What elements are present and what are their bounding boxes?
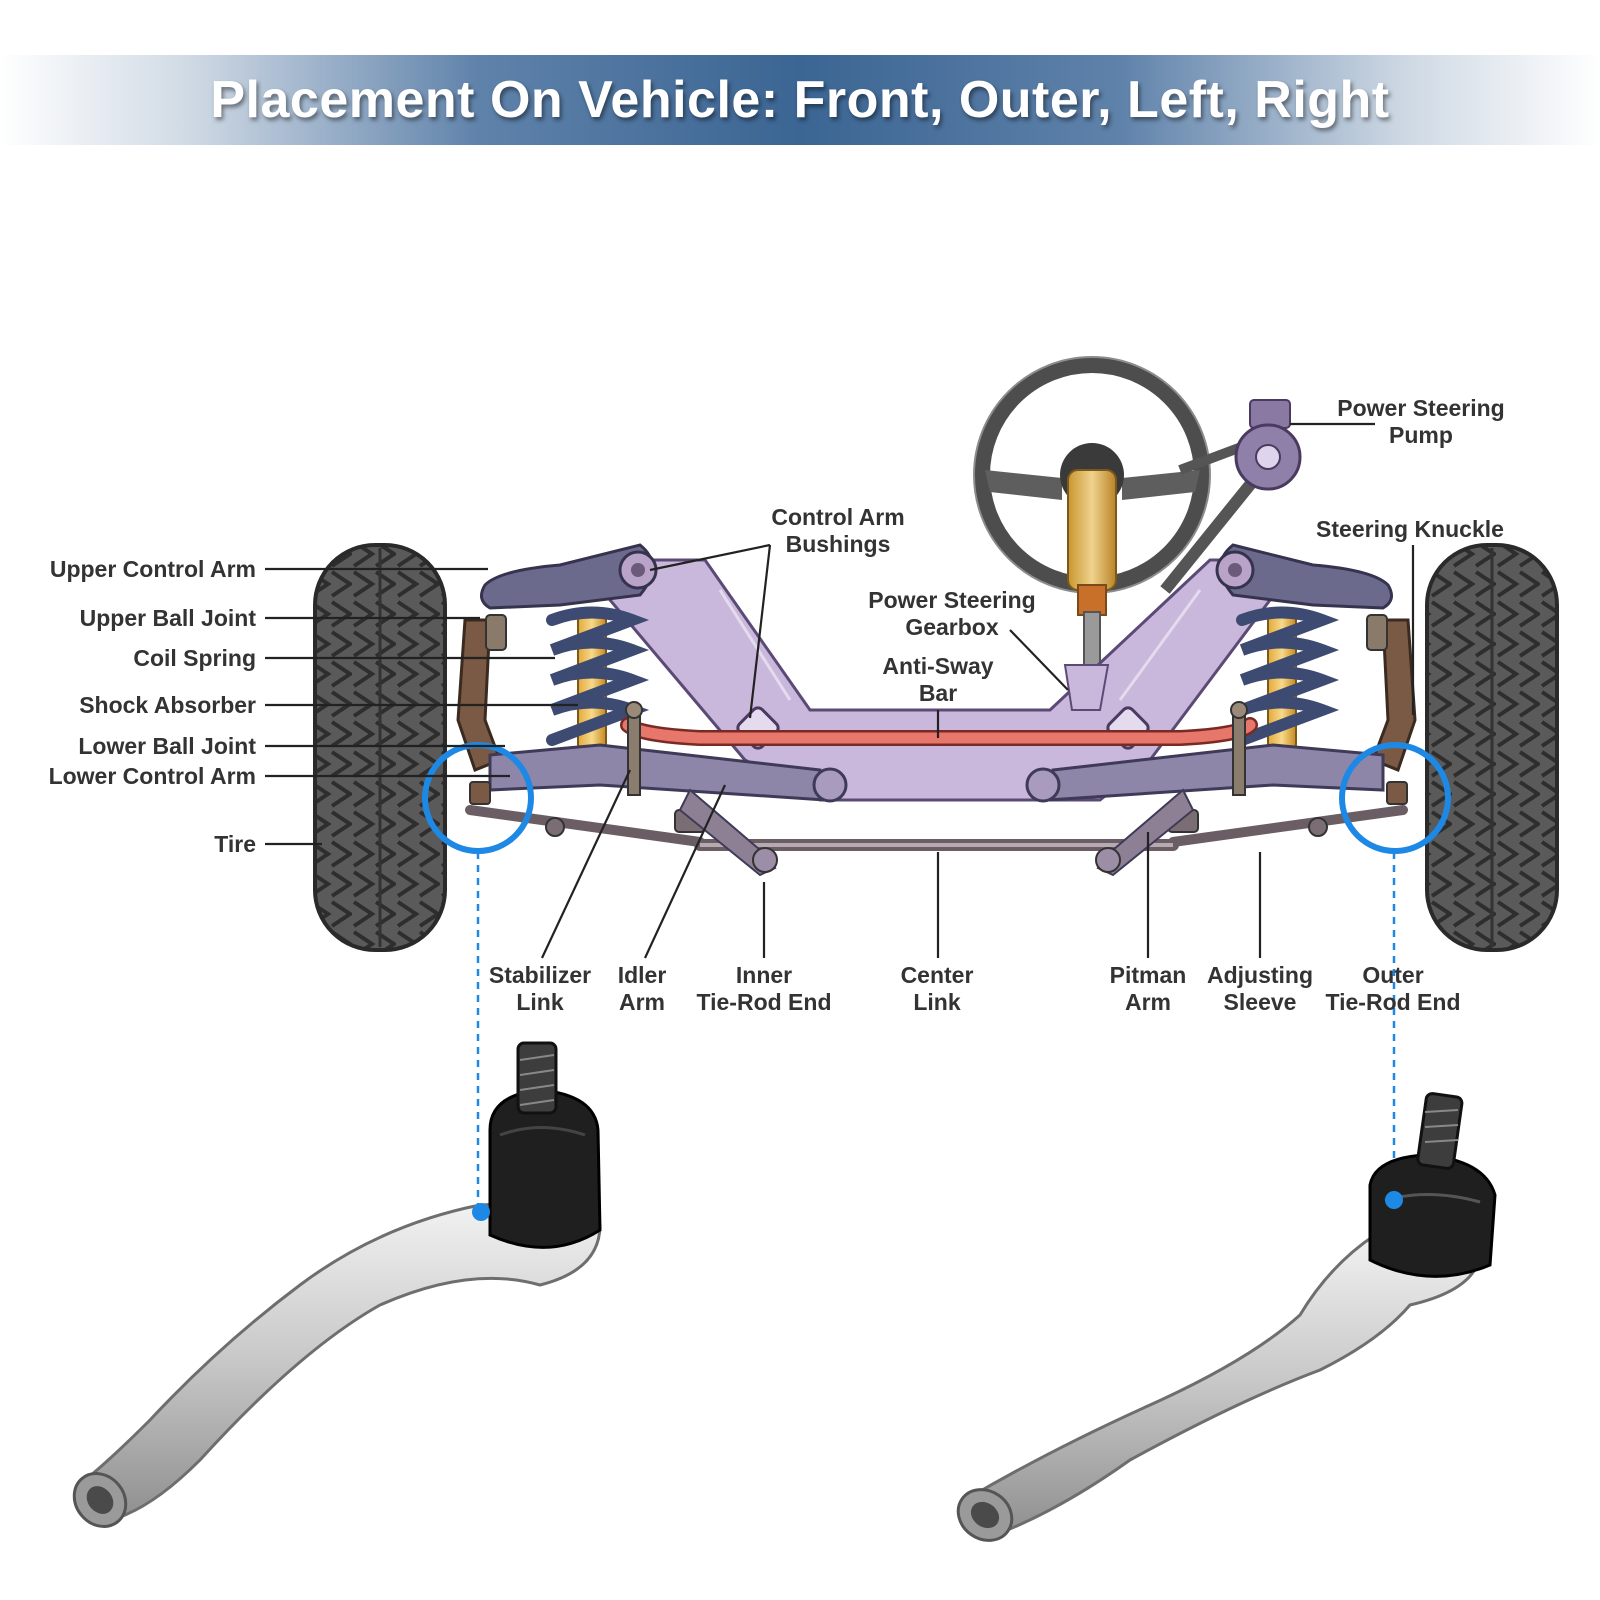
label-pitman-arm-line2: Arm (1125, 989, 1171, 1015)
stabilizer-links (625, 701, 1248, 796)
right-coil-spring (1236, 606, 1340, 746)
leader-lines (265, 422, 1415, 959)
left-tire (313, 543, 447, 952)
pitman-arm (1095, 788, 1195, 877)
label-idler-arm-line2: Arm (619, 989, 665, 1015)
label-stabilizer-link-line1: Stabilizer (489, 962, 591, 988)
label-upper-control-arm: Upper Control Arm (50, 556, 256, 582)
steering-column (1067, 469, 1117, 668)
page-title: Placement On Vehicle: Front, Outer, Left… (210, 71, 1390, 129)
label-outer-tie-rod-end-line2: Tie-Rod End (1325, 989, 1460, 1015)
label-lower-control-arm: Lower Control Arm (49, 763, 256, 789)
label-control-arm-bushings-line2: Bushings (786, 531, 891, 557)
label-power-steering-gearbox-line1: Power Steering (868, 587, 1035, 613)
label-upper-ball-joint: Upper Ball Joint (80, 605, 257, 631)
label-center-link-line2: Link (913, 989, 960, 1015)
power-steering-pump (1160, 399, 1302, 594)
label-idler-arm-line1: Idler (618, 962, 667, 988)
label-adjusting-sleeve-line2: Sleeve (1224, 989, 1297, 1015)
steering-gearbox (1063, 664, 1110, 711)
label-center-link-line1: Center (901, 962, 974, 988)
title-banner: Placement On Vehicle: Front, Outer, Left… (0, 55, 1600, 145)
label-outer-tie-rod-end-line1: Outer (1362, 962, 1423, 988)
label-control-arm-bushings-line1: Control Arm (771, 504, 904, 530)
left-coil-spring (546, 606, 650, 746)
right-tie-rod-end-product (956, 1092, 1497, 1542)
idler-arm (678, 788, 778, 877)
label-tire: Tire (214, 831, 256, 857)
right-connector-dot (1385, 1191, 1403, 1209)
bottom-labels: Stabilizer Link Idler Arm Inner Tie-Rod … (489, 962, 1461, 1015)
right-upper-control-arm (1215, 543, 1394, 610)
label-power-steering-gearbox-line2: Gearbox (905, 614, 999, 640)
right-highlight-circle (1339, 742, 1451, 854)
label-inner-tie-rod-end-line2: Tie-Rod End (696, 989, 831, 1015)
label-pitman-arm-line1: Pitman (1110, 962, 1187, 988)
right-tire (1425, 543, 1559, 952)
left-upper-control-arm (479, 543, 658, 610)
label-stabilizer-link-line2: Link (516, 989, 563, 1015)
label-anti-sway-bar-line1: Anti-Sway (882, 653, 993, 679)
label-steering-knuckle: Steering Knuckle (1316, 516, 1504, 542)
label-shock-absorber: Shock Absorber (79, 692, 256, 718)
label-anti-sway-bar-line2: Bar (919, 680, 957, 706)
left-tie-rod-end-product (72, 1041, 602, 1528)
left-lower-control-arm (488, 743, 848, 803)
label-lower-ball-joint: Lower Ball Joint (78, 733, 256, 759)
label-coil-spring: Coil Spring (133, 645, 256, 671)
left-connector-dot (472, 1203, 490, 1221)
label-inner-tie-rod-end-line1: Inner (736, 962, 792, 988)
left-labels: Upper Control Arm Upper Ball Joint Coil … (49, 556, 257, 857)
label-adjusting-sleeve-line1: Adjusting (1207, 962, 1313, 988)
label-power-steering-pump-line1: Power Steering (1337, 395, 1504, 421)
top-labels: Control Arm Bushings Power Steering Gear… (771, 395, 1504, 706)
tie-rods-and-center-link (465, 805, 1408, 851)
label-power-steering-pump-line2: Pump (1389, 422, 1453, 448)
right-lower-control-arm (1025, 743, 1385, 803)
